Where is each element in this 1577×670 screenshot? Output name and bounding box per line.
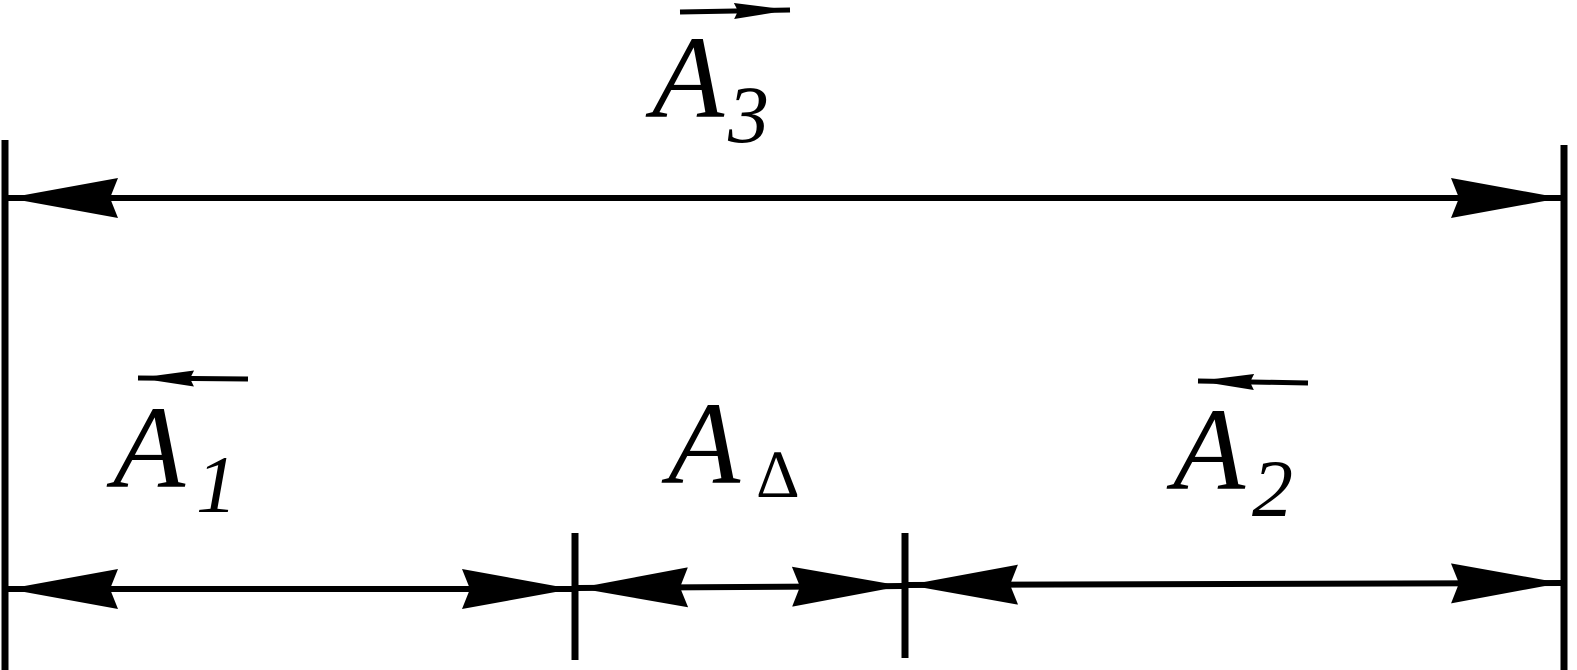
label-a3-letter: A [645, 12, 725, 143]
dimension-line-adelta [577, 566, 903, 608]
label-adelta-subscript: Δ [756, 436, 800, 512]
label-adelta-letter: A [661, 378, 741, 509]
label-a2-subscript: 2 [1252, 443, 1293, 534]
dimension-line-a2 [907, 563, 1562, 605]
vector-arrow-a1 [137, 370, 249, 387]
label-a2-letter: A [1166, 384, 1246, 515]
vector-arrow-a2 [1197, 374, 1309, 391]
vector-arrow-a3 [679, 3, 791, 20]
label-a1-letter: A [106, 382, 186, 513]
label-a3-subscript: 3 [727, 69, 769, 160]
label-a1-subscript: 1 [196, 439, 237, 530]
